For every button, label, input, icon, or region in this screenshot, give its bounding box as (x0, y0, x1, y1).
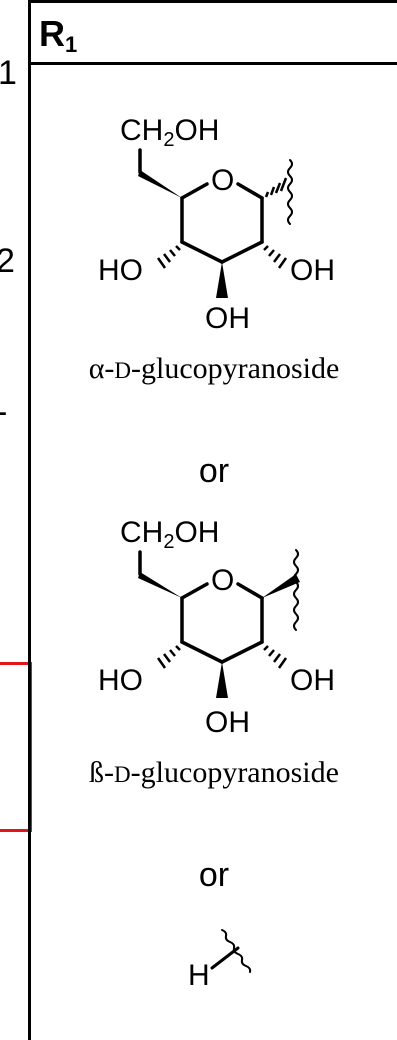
r1-header-label: R1 (39, 13, 78, 57)
or-separator-1: or (198, 452, 230, 490)
column-header: R1 (31, 3, 397, 65)
left-fragment-1: 1 (0, 54, 17, 92)
left-fragment-2: 2 (0, 242, 15, 280)
beta-ring-oxygen: O (211, 564, 234, 597)
or-separator-2: or (198, 856, 230, 894)
beta-ch2oh-label: CH2OH (120, 516, 219, 553)
alpha-ring-oxygen: O (211, 164, 234, 197)
alpha-ch2oh-label: CH2OH (120, 114, 219, 151)
beta-oh-right: OH (290, 664, 335, 697)
alpha-oh-right: OH (290, 254, 335, 287)
alpha-oh-bottom: OH (205, 302, 250, 335)
table-frame (28, 0, 397, 1040)
beta-ho-left: HO (98, 664, 143, 697)
beta-caption: ß-D-glucopyranoside (89, 756, 339, 789)
beta-oh-bottom: OH (205, 706, 250, 739)
left-fragment-3: - (0, 395, 7, 429)
hydrogen-label: H (188, 959, 210, 992)
alpha-ho-left: HO (98, 254, 143, 287)
alpha-caption: α-D-glucopyranoside (88, 352, 340, 385)
